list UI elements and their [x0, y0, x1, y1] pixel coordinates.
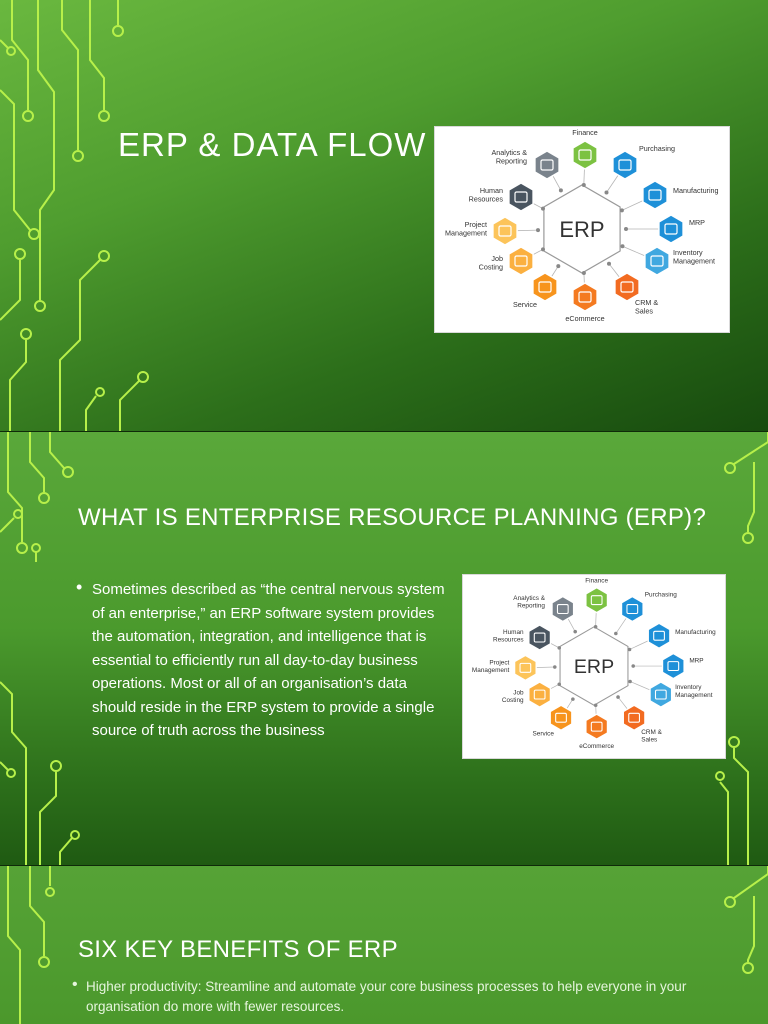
bullet-item: Higher productivity: Streamline and auto…	[72, 975, 712, 1017]
erp-center-label: ERP	[574, 656, 614, 678]
bullet-list: Higher productivity: Streamline and auto…	[72, 975, 712, 1017]
document-icon	[528, 681, 552, 708]
erp-spoke-dot	[620, 244, 625, 249]
erp-node-label: CRM &Sales	[635, 298, 658, 316]
erp-spoke-dot	[557, 682, 562, 687]
erp-spoke-dot	[614, 631, 618, 636]
erp-spoke-dot	[581, 183, 586, 187]
erp-spoke-dot	[557, 646, 562, 650]
factory-icon	[647, 622, 671, 650]
factory-icon	[642, 180, 668, 210]
erp-spoke-dot	[541, 206, 545, 211]
bullet-item: Sometimes described as “the central nerv…	[76, 576, 446, 743]
calendar-icon	[658, 214, 684, 244]
monitor-icon	[572, 282, 598, 312]
erp-node-label: eCommerce	[565, 314, 604, 323]
erp-spoke-dot	[627, 647, 632, 652]
gear-icon	[532, 272, 558, 302]
erp-spoke-dot	[573, 629, 577, 634]
circuit-decoration-right	[724, 866, 768, 974]
erp-node-label: Analytics &Reporting	[491, 148, 527, 166]
people-icon	[528, 624, 552, 651]
erp-node-label: Manufacturing	[673, 186, 719, 195]
erp-center-label: ERP	[559, 217, 604, 242]
erp-spoke-dot	[631, 664, 635, 668]
erp-spoke-dot	[593, 703, 598, 708]
people-icon	[508, 182, 534, 212]
dollar-icon	[585, 586, 609, 614]
erp-node-label: Service	[533, 731, 555, 738]
erp-node-label: Manufacturing	[675, 629, 716, 636]
erp-spoke-dot	[607, 261, 611, 266]
project-icon	[492, 216, 518, 246]
erp-node-label: Analytics &Reporting	[513, 595, 545, 610]
document-icon	[508, 246, 534, 276]
warehouse-icon	[649, 681, 673, 708]
erp-node-label: MRP	[689, 657, 703, 664]
cart-icon	[612, 150, 638, 180]
handshake-icon	[622, 704, 646, 731]
circuit-decoration-left	[7, 866, 55, 1024]
dollar-icon	[572, 140, 598, 170]
slide-title: WHAT IS ENTERPRISE RESOURCE PLANNING (ER…	[78, 504, 707, 531]
erp-node-label: CRM &Sales	[641, 729, 662, 744]
circuit-decoration-left	[0, 0, 149, 432]
erp-node-label: Finance	[572, 128, 598, 137]
slide-2: WHAT IS ENTERPRISE RESOURCE PLANNING (ER…	[0, 432, 768, 866]
handshake-icon	[614, 272, 640, 302]
slide-3: SIX KEY BENEFITS OF ERP Higher productiv…	[0, 866, 768, 1024]
erp-node-label: MRP	[689, 218, 705, 227]
erp-spoke-dot	[581, 271, 586, 275]
erp-spoke-dot	[571, 697, 575, 701]
slide-title: ERP & DATA FLOW	[118, 126, 427, 163]
erp-spoke-dot	[619, 208, 624, 213]
erp-spoke-dot	[628, 679, 632, 684]
chart-icon	[534, 150, 560, 180]
calendar-icon	[661, 652, 685, 680]
erp-node-label: Service	[513, 300, 537, 309]
slide-title: SIX KEY BENEFITS OF ERP	[78, 936, 398, 963]
chart-icon	[551, 595, 575, 623]
erp-node-label: Finance	[585, 577, 608, 584]
erp-spoke-dot	[616, 695, 620, 699]
erp-spoke-dot	[553, 665, 557, 669]
erp-spoke-dot	[604, 190, 609, 195]
erp-spoke-dot	[536, 228, 540, 233]
erp-spoke-dot	[624, 227, 628, 231]
erp-node-label: Purchasing	[645, 592, 677, 599]
cart-icon	[620, 595, 644, 623]
gear-icon	[549, 704, 573, 731]
erp-spoke-dot	[556, 264, 561, 269]
erp-node-label: eCommerce	[579, 743, 614, 750]
bullet-list: Sometimes described as “the central nerv…	[76, 576, 446, 743]
erp-node-label: Purchasing	[639, 144, 675, 153]
erp-spoke-dot	[558, 188, 563, 193]
project-icon	[513, 654, 537, 682]
erp-spoke-dot	[593, 625, 598, 629]
circuit-decoration-left	[0, 432, 80, 866]
monitor-icon	[585, 713, 609, 740]
warehouse-icon	[644, 246, 670, 276]
erp-spoke-dot	[541, 247, 545, 252]
